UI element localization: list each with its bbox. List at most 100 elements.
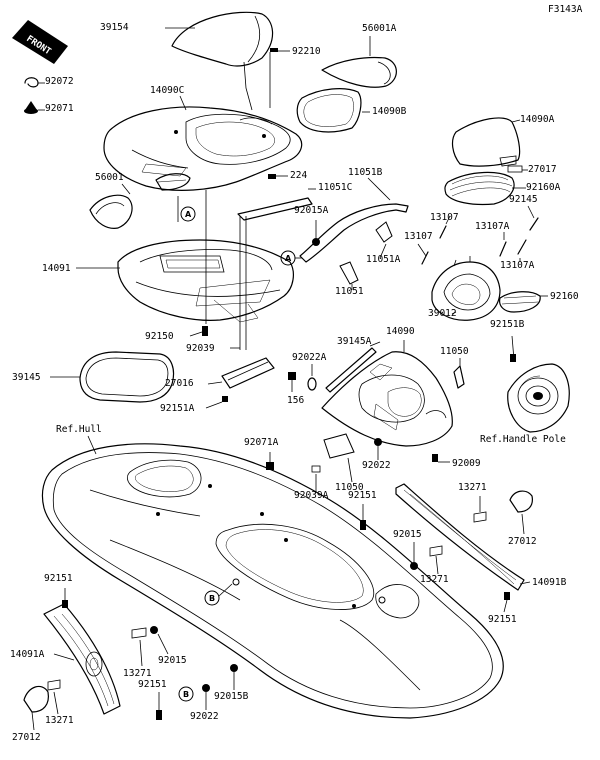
cover-14090: [321, 340, 453, 447]
part-label-p92022b: 92022: [190, 711, 219, 722]
part-label-p92150: 92150: [145, 331, 174, 342]
latch-27016: [207, 357, 275, 389]
rod-11050-b: [323, 433, 355, 483]
bolt-92151-b: [503, 592, 510, 613]
clip-13271-c: [131, 627, 147, 667]
part-label-p27012a: 27012: [508, 536, 537, 547]
callout-a-top: A: [177, 196, 196, 222]
clip-92145: [527, 205, 539, 231]
part-label-p13271d: 13271: [45, 715, 74, 726]
mirror-56001a: [321, 36, 397, 88]
grommet-icon: [24, 101, 45, 114]
clip-13107a-a: [499, 232, 507, 257]
part-label-p92015A: 92015A: [294, 205, 329, 216]
part-label-p14091: 14091: [42, 263, 71, 274]
part-label-p92009: 92009: [452, 458, 481, 469]
part-label-p92160A: 92160A: [526, 182, 561, 193]
part-label-p92072: 92072: [45, 76, 74, 87]
part-label-p14090: 14090: [386, 326, 415, 337]
part-label-p13271a: 13271: [458, 482, 487, 493]
callout-b-hull: B: [204, 583, 233, 606]
part-label-p92145: 92145: [509, 194, 538, 205]
rod-92039a: [311, 465, 321, 492]
part-label-p39145A: 39145A: [337, 336, 372, 347]
cap-27012-a: [509, 490, 533, 535]
clip-icon: [24, 77, 45, 88]
bolt-224: [268, 174, 288, 179]
part-label-p92039: 92039: [186, 343, 215, 354]
part-label-p92151d: 92151: [138, 679, 167, 690]
cap-27012-b: [23, 685, 49, 731]
rod-11050-a: [453, 358, 465, 389]
rail-14091a: [43, 603, 121, 715]
clip-13271-d: [47, 679, 61, 715]
hull-deck: [41, 443, 504, 719]
part-label-p14090B: 14090B: [372, 106, 407, 117]
part-label-p92071: 92071: [45, 103, 74, 114]
holder-11051a: [375, 221, 393, 259]
part-label-p92039A: 92039A: [294, 490, 329, 501]
part-label-p92022A: 92022A: [292, 352, 327, 363]
panel-14090b: [296, 88, 370, 133]
part-label-p14091A: 14091A: [10, 649, 45, 660]
part-label-p39012: 39012: [428, 308, 457, 319]
part-labels: 391549221056001A920729207114090C14090B14…: [10, 22, 579, 743]
part-label-p92151a: 92151: [348, 490, 377, 501]
part-label-p39154: 39154: [100, 22, 129, 33]
svg-text:B: B: [209, 594, 215, 603]
part-label-p92015a: 92015: [393, 529, 422, 540]
bolt-92009: [432, 454, 450, 463]
clip-13107-b: [417, 243, 429, 265]
part-label-p27012b: 27012: [12, 732, 41, 743]
pad-56001-small: [155, 173, 191, 191]
nut-92022-b: [202, 684, 210, 710]
part-label-p92071A: 92071A: [244, 437, 279, 448]
part-label-p92210: 92210: [292, 46, 321, 57]
part-label-p13107a: 13107: [430, 212, 459, 223]
part-label-p11051: 11051: [335, 286, 364, 297]
callout-b-lower: B: [178, 686, 194, 702]
part-label-p92151b: 92151: [44, 573, 73, 584]
part-label-p13271c: 13271: [123, 668, 152, 679]
nut-92022-a: [374, 438, 382, 460]
strip-39145a: [325, 341, 381, 393]
deck-cover-14090c: [103, 95, 303, 191]
seal-39145: [50, 351, 175, 403]
part-label-p92151A: 92151A: [160, 403, 195, 414]
clip-13271-b: [429, 545, 443, 575]
pad-92160a: [444, 171, 526, 206]
part-label-p13107A1: 13107A: [475, 221, 510, 232]
screw-156: [288, 372, 296, 392]
bolt-92151-d: [156, 692, 162, 720]
rail-14091b: [395, 483, 531, 591]
pad-92160: [499, 291, 548, 313]
plate-handle-pole: [507, 335, 570, 433]
part-label-p39145: 39145: [12, 372, 41, 383]
part-label-p13107b: 13107: [404, 231, 433, 242]
part-label-p56001: 56001: [95, 172, 124, 183]
bolt-92151a: [205, 396, 228, 409]
part-label-p92160: 92160: [550, 291, 579, 302]
ref-handle-pole-label: Ref.Handle Pole: [480, 434, 566, 445]
nut-92015b: [230, 664, 238, 690]
bolt-92150: [189, 190, 208, 337]
part-label-p56001A: 56001A: [362, 23, 397, 34]
cover-39012: [431, 256, 501, 321]
clip-13107-a: [439, 215, 451, 239]
part-label-p11051B: 11051B: [348, 167, 383, 178]
clip-13107a-b: [517, 239, 527, 262]
callout-a-rod: A: [280, 250, 302, 266]
nut-92015-b: [150, 626, 169, 655]
part-label-p11050a: 11050: [440, 346, 469, 357]
part-label-p92015B: 92015B: [214, 691, 249, 702]
part-label-p14090C: 14090C: [150, 85, 184, 96]
figure-code: F3143A: [548, 4, 583, 15]
part-label-p11051C: 11051C: [318, 182, 352, 193]
part-label-p92022a: 92022: [362, 460, 391, 471]
part-label-p92151B: 92151B: [490, 319, 525, 330]
nut-92015-a: [410, 542, 418, 570]
washer-92022a: [307, 364, 317, 391]
mirror-56001: [89, 183, 133, 229]
nut-92015a: [312, 220, 320, 246]
part-label-p11050b: 11050: [335, 482, 364, 493]
